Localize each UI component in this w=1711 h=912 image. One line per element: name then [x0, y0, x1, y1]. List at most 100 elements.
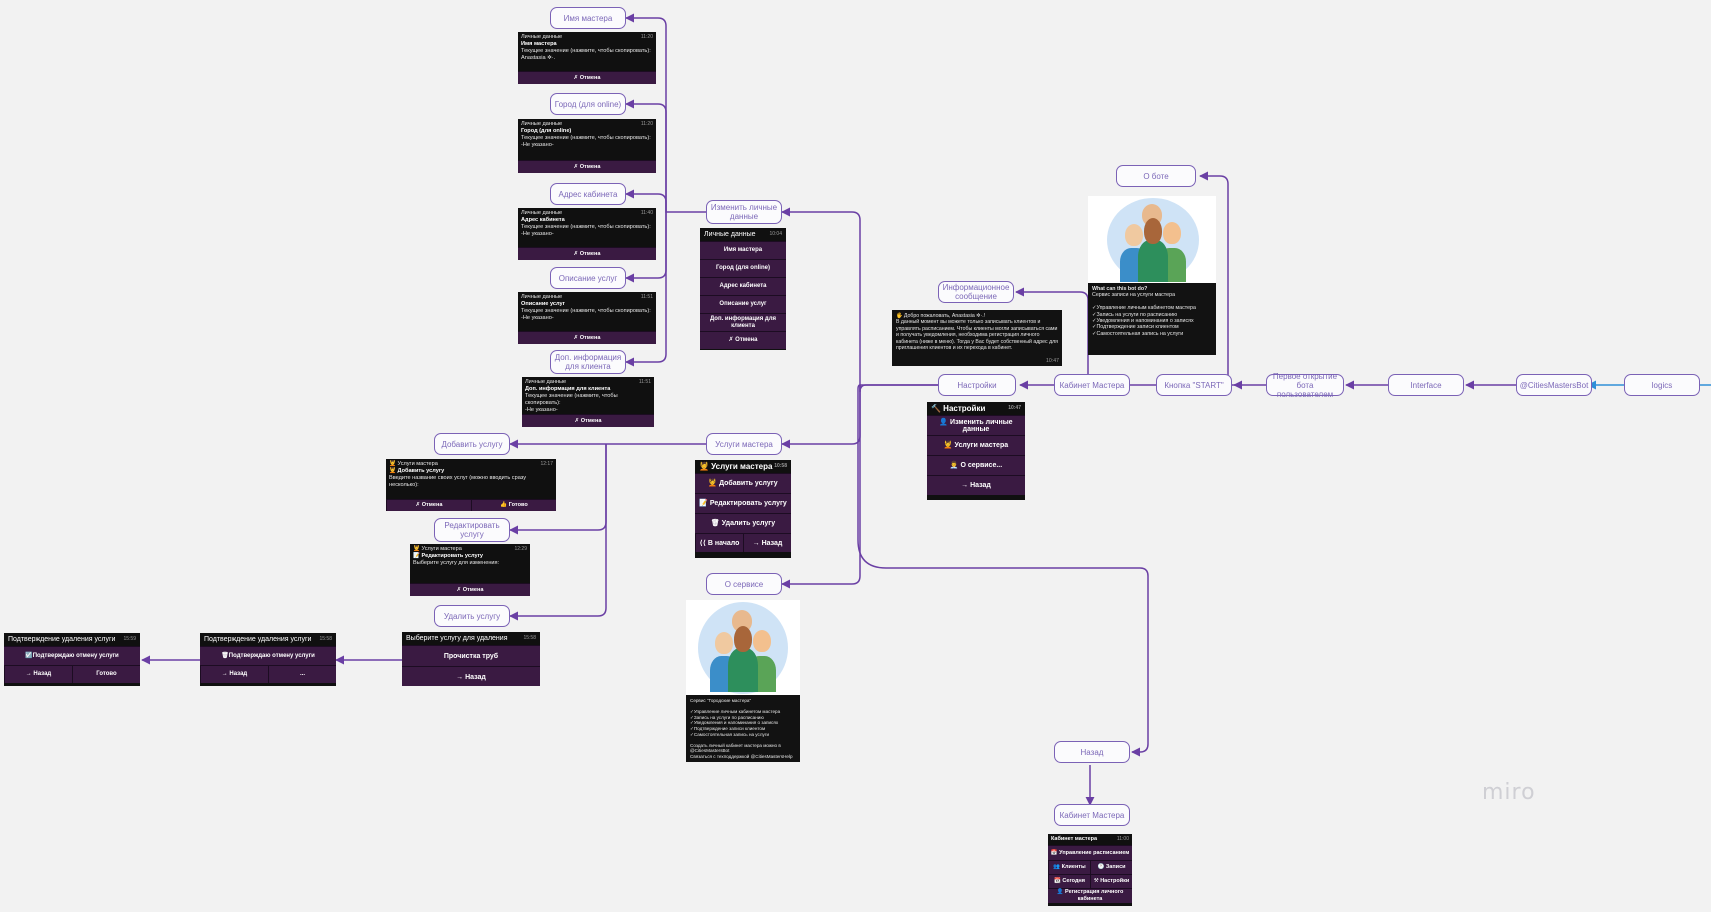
logics-node[interactable]: logics: [1624, 374, 1700, 396]
delete-service-node[interactable]: Удалить услугу: [434, 605, 510, 627]
screen-head1: Личные данные: [521, 210, 563, 216]
about-service-node[interactable]: О сервисе: [706, 573, 782, 595]
back-button[interactable]: → Назад: [4, 665, 72, 683]
done-button[interactable]: 👍 Готово: [471, 499, 556, 511]
add-service-label: Добавить услугу: [441, 439, 503, 449]
logics-label: logics: [1651, 380, 1673, 390]
city-node[interactable]: Город (для online): [550, 93, 626, 115]
back-button[interactable]: → Назад: [927, 475, 1025, 495]
cancel-button[interactable]: ✗ Отмена: [518, 160, 656, 173]
city-label: Город (для online): [554, 99, 622, 109]
cancel-button[interactable]: ✗ Отмена: [518, 71, 656, 84]
schedule-button[interactable]: 📅 Управление расписанием: [1048, 845, 1132, 860]
person-face: [1144, 218, 1162, 244]
cancel-button[interactable]: ✗ Отмена: [700, 331, 786, 349]
address-button[interactable]: Адрес кабинета: [700, 277, 786, 295]
master-services-node[interactable]: Услуги мастера: [706, 433, 782, 455]
back-node[interactable]: Назад: [1054, 741, 1130, 763]
screen-head1: 💆 Услуги мастера: [389, 461, 438, 467]
screen-time: 15:58: [523, 635, 536, 641]
master-name-button[interactable]: Имя мастера: [700, 241, 786, 259]
screen-head2: 📝 Редактировать услугу: [413, 553, 484, 559]
confirm-button[interactable]: ☑️Подтверждаю отмену услуги: [4, 646, 140, 665]
bot-handle-label: @CitiesMastersBot: [1519, 380, 1589, 390]
person-body: [1138, 240, 1168, 282]
master-services-button[interactable]: 💆 Услуги мастера: [927, 435, 1025, 455]
register-cabinet-button[interactable]: 👤 Регистрация личного кабинета: [1048, 888, 1132, 903]
master-name-node[interactable]: Имя мастера: [550, 7, 626, 29]
card-title: What can this bot do?: [1092, 286, 1148, 292]
welcome-text: 🖐 Добро пожаловать, Anastasia ✲·.! В дан…: [896, 313, 1058, 352]
desc-button[interactable]: Описание услуг: [700, 295, 786, 313]
cancel-button[interactable]: ✗ Отмена: [410, 583, 530, 596]
edit-personal-button[interactable]: 👤 Изменить личные данные: [927, 415, 1025, 435]
screen-body: Текущее значение (нажмите, чтобы скопиро…: [521, 224, 651, 237]
cancel-button[interactable]: ✗ Отмена: [522, 414, 654, 427]
person-face: [1125, 224, 1143, 246]
about-service-button[interactable]: 👨‍💼 О сервисе...: [927, 455, 1025, 475]
more-button[interactable]: ...: [268, 665, 336, 683]
bot-handle-node[interactable]: @CitiesMastersBot: [1516, 374, 1592, 396]
to-start-button[interactable]: ⟨⟨ В начало: [695, 533, 743, 552]
person-face: [734, 626, 752, 652]
miro-logo: miro: [1482, 780, 1536, 805]
person-body: [728, 648, 758, 692]
city-button[interactable]: Город (для online): [700, 259, 786, 277]
cabinet-menu: Кабинет мастера 11:00 📅 Управление распис…: [1048, 834, 1132, 906]
add-service-node[interactable]: Добавить услугу: [434, 433, 510, 455]
edit-service-node[interactable]: Редактировать услугу: [434, 518, 510, 542]
screen-head2: Доп. информация для клиента: [525, 386, 611, 392]
extra-info-node[interactable]: Доп. информация для клиента: [550, 350, 626, 374]
menu-title: Личные данные: [704, 231, 756, 238]
add-service-button[interactable]: 💆 Добавить услугу: [695, 473, 791, 493]
master-cabinet-node[interactable]: Кабинет Мастера: [1054, 374, 1130, 396]
today-button[interactable]: 📆 Сегодня: [1048, 874, 1090, 888]
screen-head2: Описание услуг: [521, 301, 565, 307]
master-cabinet-2-node[interactable]: Кабинет Мастера: [1054, 804, 1130, 826]
extra-info-label: Доп. информация для клиента: [554, 353, 622, 371]
start-button-node[interactable]: Кнопка "START": [1156, 374, 1232, 396]
first-open-node[interactable]: Первое открытие бота пользователем: [1266, 372, 1344, 399]
back-label: Назад: [1080, 747, 1104, 757]
interface-node[interactable]: Interface: [1388, 374, 1464, 396]
extra-info-button[interactable]: Доп. информация для клиента: [700, 313, 786, 331]
screen-time: 11:40: [640, 210, 653, 216]
screen-time: 11:20: [640, 34, 653, 40]
clients-button[interactable]: 👥 Клиенты: [1048, 860, 1090, 874]
settings-button[interactable]: ⚒ Настройки: [1090, 874, 1132, 888]
back-button[interactable]: → Назад: [743, 533, 791, 552]
master-name-label: Имя мастера: [563, 13, 613, 23]
settings-node[interactable]: Настройки: [938, 374, 1016, 396]
cancel-button[interactable]: ✗ Отмена: [386, 499, 471, 511]
office-address-node[interactable]: Адрес кабинета: [550, 183, 626, 205]
records-button[interactable]: 🕐 Записи: [1090, 860, 1132, 874]
screen-body: Введите название своих услуг (можно ввод…: [389, 475, 527, 488]
cancel-button[interactable]: ✗ Отмена: [518, 247, 656, 260]
back-button[interactable]: → Назад: [200, 665, 268, 683]
edit-personal-node[interactable]: Изменить личные данные: [706, 200, 782, 224]
confirm-button[interactable]: 🗑Подтверждаю отмену услуги: [200, 646, 336, 665]
delete-service-button[interactable]: 🗑 Удалить услугу: [695, 513, 791, 533]
menu-title: Кабинет мастера: [1051, 836, 1098, 842]
screen-head2: Имя мастера: [521, 41, 557, 47]
screen-head1: Личные данные: [525, 379, 567, 385]
back-button[interactable]: → Назад: [402, 666, 540, 686]
about-bot-node[interactable]: О боте: [1116, 165, 1196, 187]
edit-service-button[interactable]: 📝 Редактировать услугу: [695, 493, 791, 513]
screen-head2: Город (для online): [521, 128, 572, 134]
info-message-node[interactable]: Информационное сообщение: [938, 281, 1014, 303]
menu-time: 11:00: [1116, 836, 1129, 842]
person-face: [715, 632, 733, 654]
screen-body: Текущее значение (нажмите, чтобы скопиро…: [525, 393, 618, 413]
service-option-button[interactable]: Прочистка труб: [402, 645, 540, 666]
services-desc-node[interactable]: Описание услуг: [550, 267, 626, 289]
done-button[interactable]: Готово: [72, 665, 140, 683]
cancel-button[interactable]: ✗ Отмена: [518, 331, 656, 344]
